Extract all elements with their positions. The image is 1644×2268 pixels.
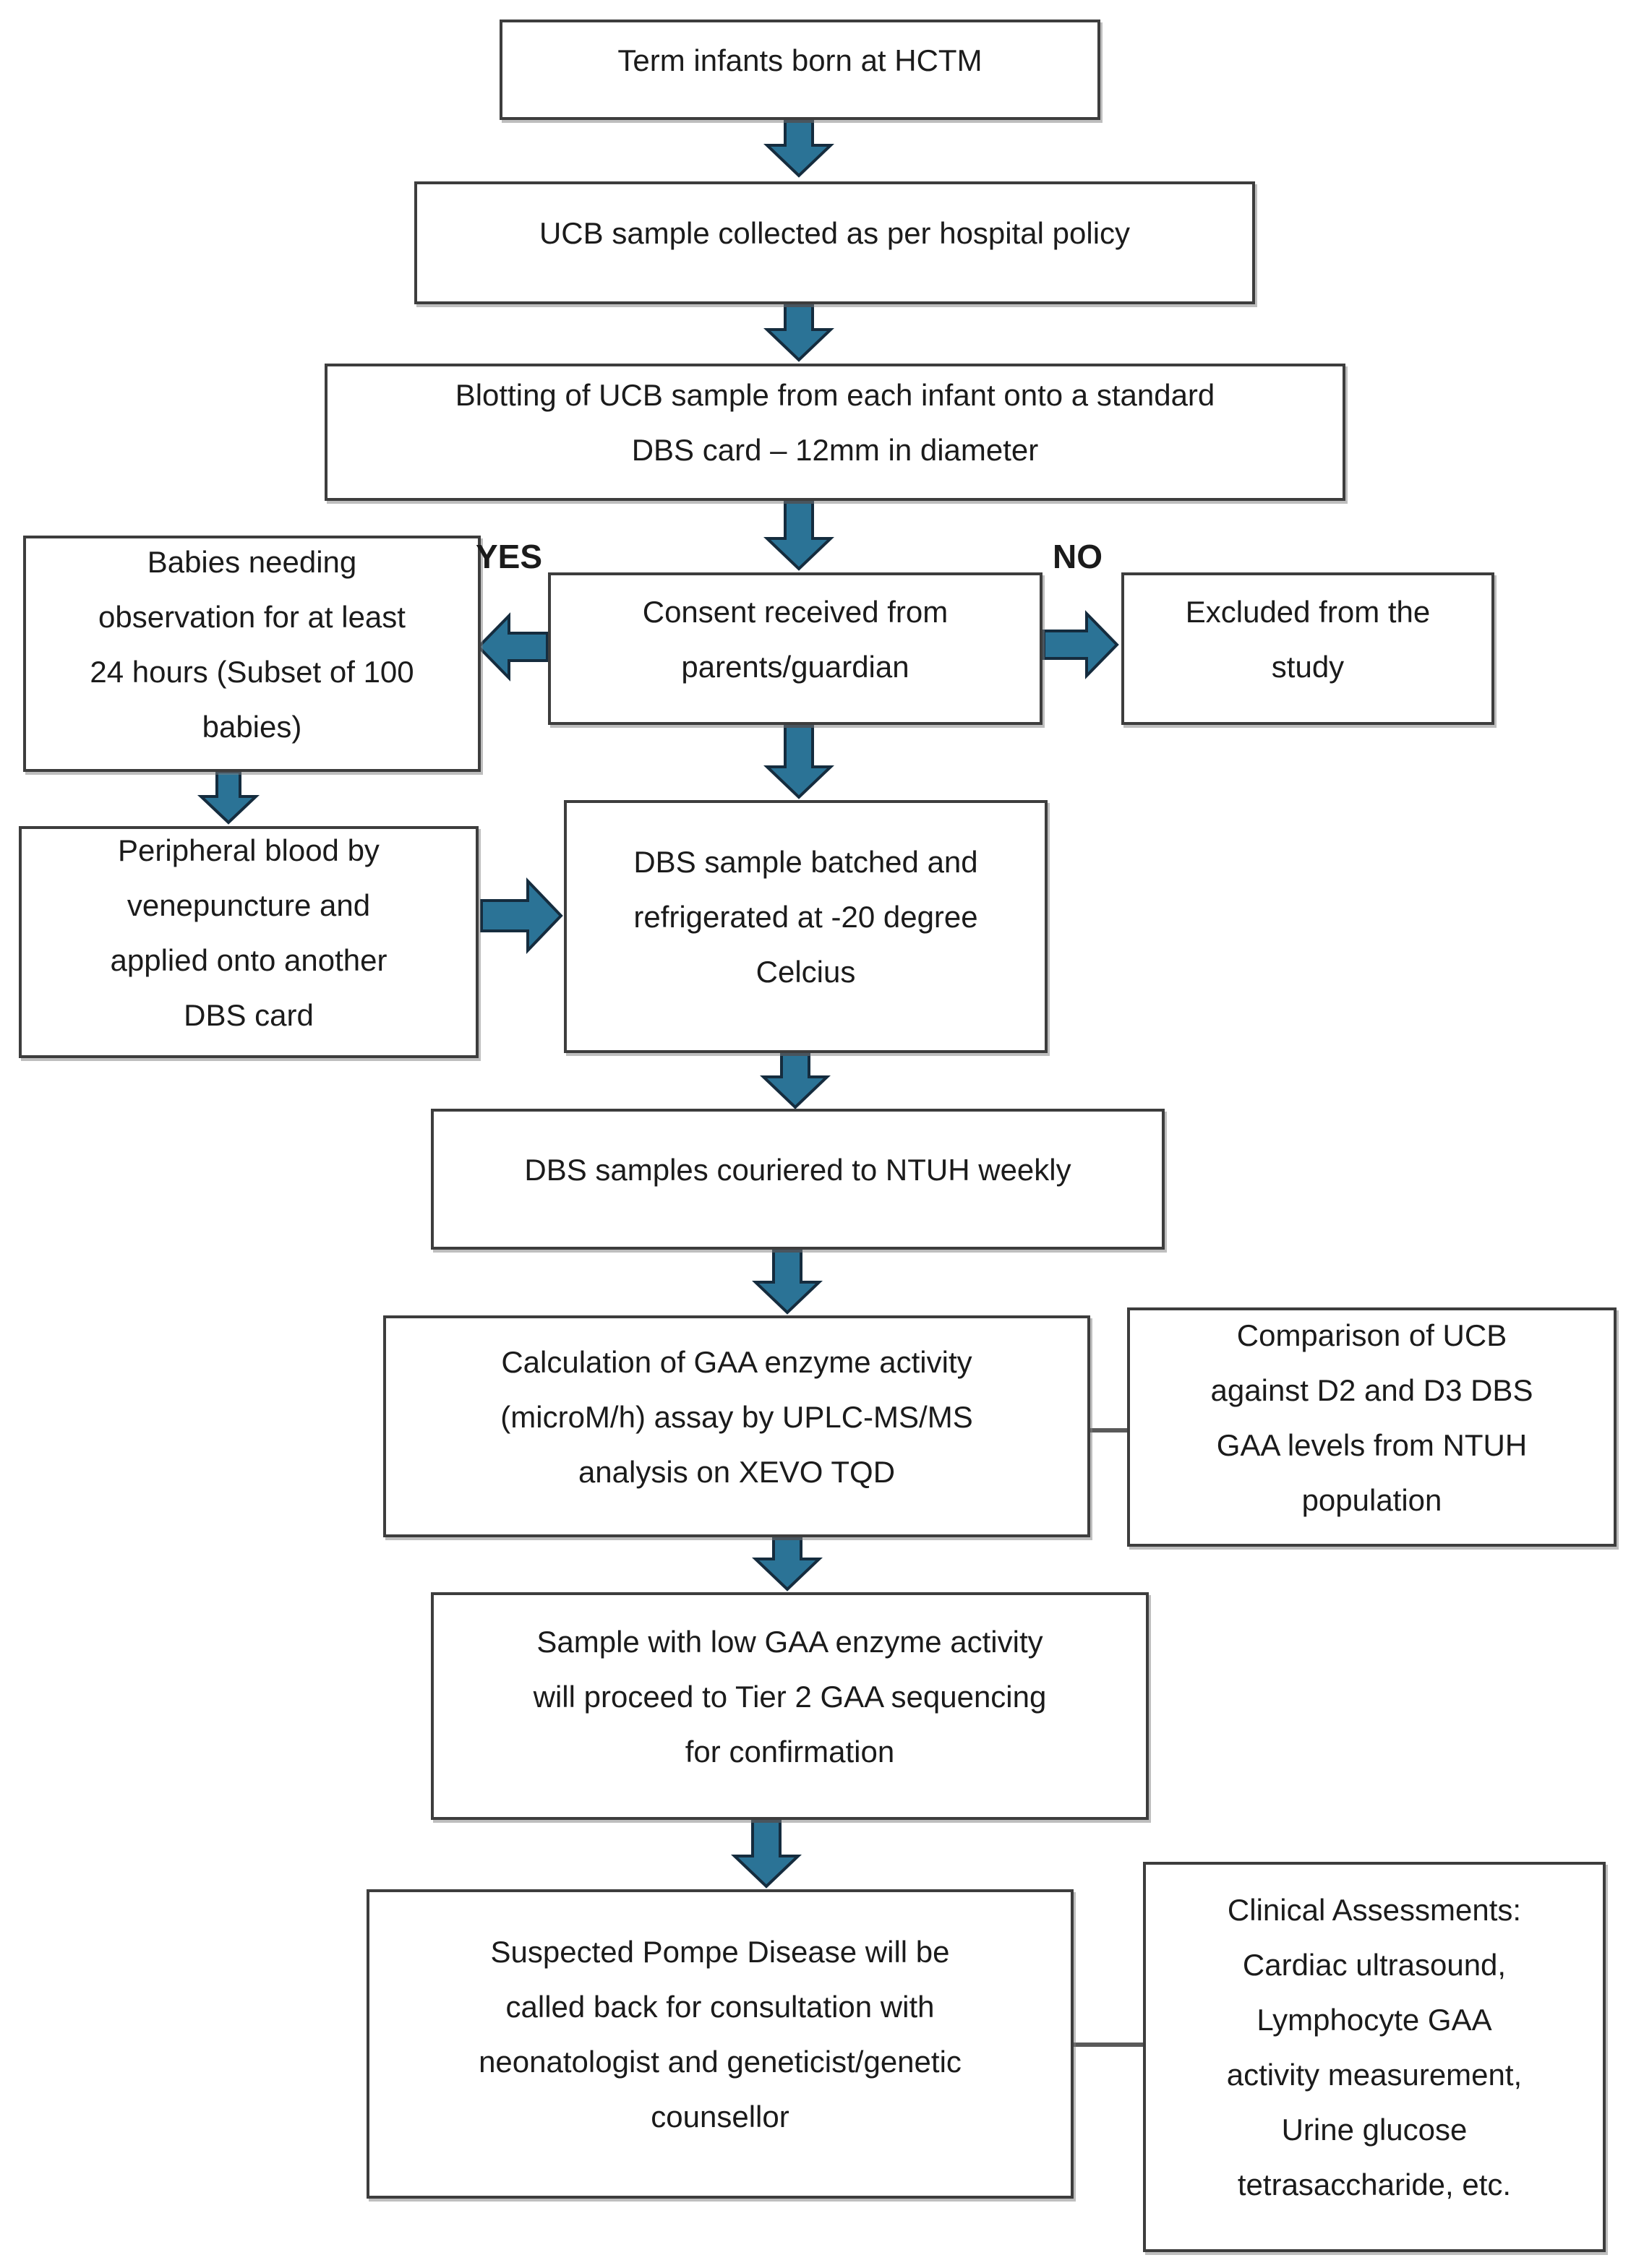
node-clinical-assessments: Clinical Assessments: Cardiac ultrasound…: [1143, 1862, 1606, 2252]
down-arrow-ucb-to-blot: [763, 304, 834, 362]
left-arrow-consent-yes: [476, 612, 549, 682]
node-blotting: Blotting of UCB sample from each infant …: [325, 364, 1345, 501]
node-ucb-comparison: Comparison of UCB against D2 and D3 DBS …: [1127, 1307, 1617, 1547]
down-arrow-calculation-to-tier2: [752, 1537, 823, 1592]
node-term-infants: Term infants born at HCTM: [500, 20, 1100, 120]
no-label: NO: [1053, 538, 1103, 575]
node-consent: Consent received from parents/guardian: [548, 572, 1043, 725]
node-peripheral-blood: Peripheral blood by venepuncture and app…: [19, 826, 479, 1058]
down-arrow-term-to-ucb: [763, 120, 834, 178]
down-arrow-tier2-to-pompe: [731, 1820, 802, 1889]
right-arrow-consent-no: [1043, 610, 1119, 679]
yes-label: YES: [476, 538, 543, 575]
node-pompe-callback: Suspected Pompe Disease will be called b…: [367, 1889, 1074, 2199]
node-excluded: Excluded from the study: [1121, 572, 1494, 725]
down-arrow-blot-to-consent: [763, 501, 834, 571]
right-arrow-peripheral-to-batched: [480, 877, 563, 954]
node-dbs-batched: DBS sample batched and refrigerated at -…: [564, 800, 1048, 1053]
node-babies-observation: Babies needing observation for at least …: [23, 536, 481, 772]
down-arrow-babies-to-peripheral: [197, 770, 260, 825]
node-dbs-couriered: DBS samples couriered to NTUH weekly: [431, 1109, 1165, 1250]
down-arrow-couriered-to-calculation: [752, 1250, 823, 1315]
node-gaa-calculation: Calculation of GAA enzyme activity (micr…: [383, 1315, 1090, 1537]
down-arrow-consent-to-batched: [763, 725, 834, 799]
node-ucb-collected: UCB sample collected as per hospital pol…: [414, 181, 1255, 304]
node-tier2-sequencing: Sample with low GAA enzyme activity will…: [431, 1592, 1149, 1820]
down-arrow-batched-to-couriered: [760, 1053, 831, 1109]
